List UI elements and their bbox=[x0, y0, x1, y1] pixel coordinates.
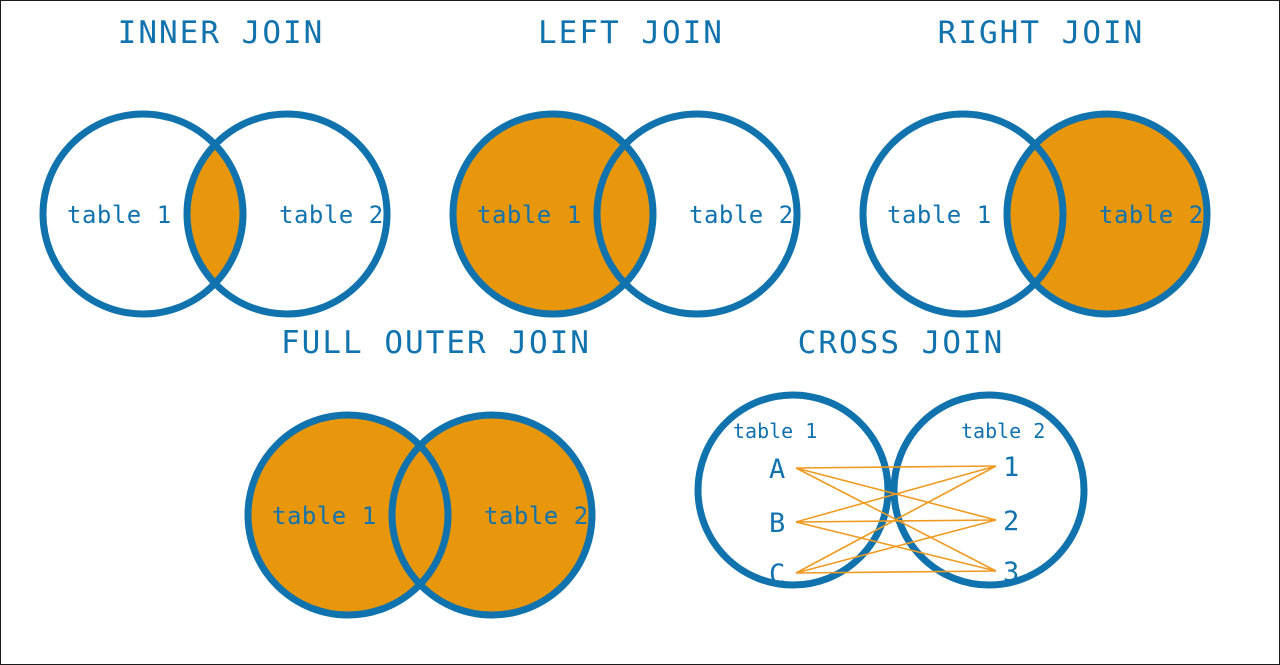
inner-join-right-label: table 2 bbox=[279, 201, 384, 229]
right-join-right-label: table 2 bbox=[1099, 201, 1204, 229]
right-join-venn: table 1 table 2 bbox=[859, 110, 1211, 318]
cross-join-right-item-2: 2 bbox=[1003, 506, 1019, 537]
cross-line-c-3 bbox=[795, 570, 997, 574]
cross-join-title: CROSS JOIN bbox=[797, 325, 1005, 361]
cross-join-left-label: table 1 bbox=[733, 419, 817, 443]
right-join-right-circle bbox=[1003, 110, 1211, 318]
inner-join-venn: table 1 table 2 bbox=[39, 110, 391, 318]
full-outer-join-venn: table 1 table 2 bbox=[244, 411, 596, 619]
cross-join-left-item-b: B bbox=[769, 508, 785, 539]
full-outer-join-title: FULL OUTER JOIN bbox=[281, 325, 591, 361]
cross-join-right-circle bbox=[890, 391, 1088, 589]
left-join-left-circle bbox=[449, 110, 657, 318]
cross-line-c-1 bbox=[795, 465, 997, 574]
right-join-left-label: table 1 bbox=[887, 201, 992, 229]
inner-join-title: INNER JOIN bbox=[117, 15, 325, 51]
left-join-venn: table 1 table 2 bbox=[449, 110, 801, 318]
diagram-left-join: LEFT JOIN table 1 table 2 bbox=[421, 15, 841, 325]
cross-join-right-label: table 2 bbox=[961, 419, 1045, 443]
cross-join-right-item-1: 1 bbox=[1003, 452, 1019, 483]
cross-join-right-item-3: 3 bbox=[1003, 557, 1019, 588]
full-outer-join-left-fill bbox=[248, 415, 448, 615]
cross-join-left-item-c: C bbox=[769, 559, 785, 590]
inner-join-right-circle bbox=[183, 110, 391, 318]
cross-join-venn: table 1 table 2 A B C 1 2 3 bbox=[694, 391, 1088, 590]
left-join-left-fill bbox=[453, 114, 653, 314]
left-join-right-label: table 2 bbox=[689, 201, 794, 229]
cross-join-connection-lines bbox=[795, 465, 997, 574]
cross-line-a-1 bbox=[795, 465, 997, 469]
left-join-right-circle bbox=[593, 110, 801, 318]
full-outer-join-right-circle bbox=[388, 411, 596, 619]
diagram-full-outer-join: FULL OUTER JOIN table 1 table 2 bbox=[226, 325, 646, 645]
right-join-title: RIGHT JOIN bbox=[937, 15, 1145, 51]
right-join-left-circle bbox=[859, 110, 1067, 318]
cross-line-b-2 bbox=[795, 519, 997, 523]
left-join-left-label: table 1 bbox=[477, 201, 582, 229]
cross-join-left-item-a: A bbox=[769, 454, 785, 485]
cross-join-left-circle bbox=[694, 391, 892, 589]
full-outer-join-right-label: table 2 bbox=[484, 502, 589, 530]
full-outer-join-right-fill bbox=[392, 415, 592, 615]
cross-line-b-1 bbox=[795, 465, 997, 523]
cross-line-c-2 bbox=[795, 519, 997, 574]
diagram-inner-join: INNER JOIN table 1 table 2 bbox=[11, 15, 431, 325]
inner-join-left-label: table 1 bbox=[67, 201, 172, 229]
inner-join-left-circle bbox=[39, 110, 247, 318]
right-join-right-fill bbox=[1007, 114, 1207, 314]
full-outer-join-left-circle bbox=[244, 411, 452, 619]
diagram-cross-join: CROSS JOIN table 1 table 2 A B C 1 bbox=[681, 325, 1121, 615]
full-outer-join-left-label: table 1 bbox=[272, 502, 377, 530]
left-join-title: LEFT JOIN bbox=[538, 15, 724, 51]
diagram-right-join: RIGHT JOIN table 1 table 2 bbox=[831, 15, 1251, 325]
